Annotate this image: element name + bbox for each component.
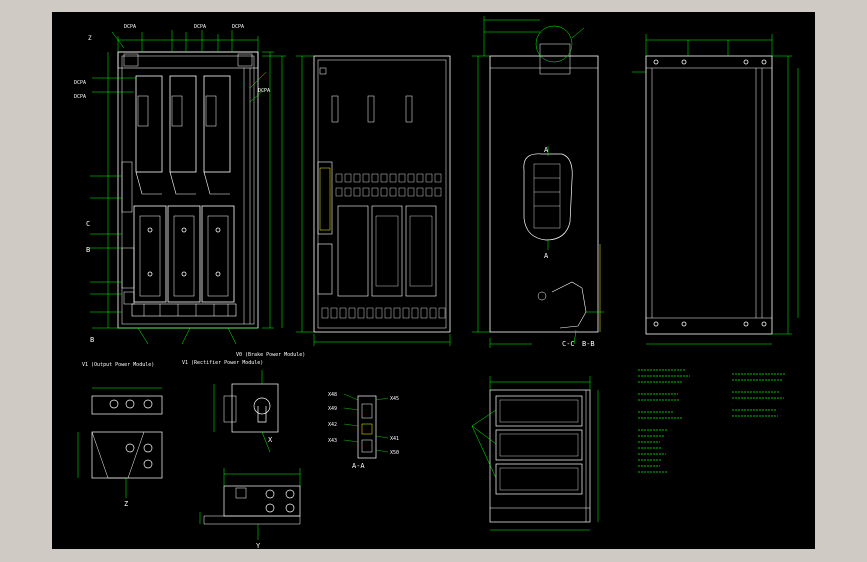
terminal-block: [348, 307, 356, 319]
terminal-block: [335, 173, 343, 183]
cad-drawing-canvas[interactable]: DCPA DCPA DCPA DCPA DCPA DCPA C B B Z V1…: [52, 12, 815, 549]
section-aa: [357, 395, 377, 459]
terminal-block: [344, 173, 352, 183]
mark-a-top: A: [544, 146, 549, 154]
dcpa-label-2: DCPA: [194, 24, 206, 30]
terminal-block: [335, 187, 343, 197]
terminal-block: [357, 307, 365, 319]
drawer-units-dims: [471, 376, 599, 531]
detail-bracket-z-dims: [77, 387, 162, 498]
detail-bracket-z: [91, 395, 163, 479]
mark-b-bottom: B: [90, 336, 94, 344]
terminal-block: [438, 307, 446, 319]
v1-rectifier-note: V1 (Rectifier Power Module): [182, 360, 263, 366]
terminal-block: [389, 187, 397, 197]
terminal-block: [330, 307, 338, 319]
detail-keyhole-x-dims: [213, 370, 271, 453]
detail-plate-y: [203, 485, 301, 525]
side-view-dimensions: [296, 55, 451, 346]
technical-notes-right: [732, 373, 786, 417]
dcpa-label-4: DCPA: [74, 80, 86, 86]
dcpa-label-6: DCPA: [258, 88, 270, 94]
terminal-block: [362, 173, 370, 183]
terminal-block: [384, 307, 392, 319]
terminal-block: [425, 173, 433, 183]
terminal-block: [411, 307, 419, 319]
terminal-block: [402, 307, 410, 319]
terminal-block: [420, 307, 428, 319]
side-view-interior: [313, 55, 451, 333]
front-view-dimensions: [90, 30, 286, 345]
mark-x-detail: X: [268, 436, 273, 444]
terminal-block: [389, 173, 397, 183]
dcpa-label-5: DCPA: [74, 94, 86, 100]
detail-plate-y-dims: [199, 468, 301, 540]
x43-label: X43: [328, 438, 337, 444]
terminal-block: [407, 173, 415, 183]
rear-panel-dimensions: [632, 34, 799, 345]
terminal-block: [353, 187, 361, 197]
terminal-block: [425, 187, 433, 197]
terminal-block: [398, 187, 406, 197]
x49-label: X49: [328, 406, 337, 412]
x50-label: X50: [390, 450, 399, 456]
x41-label: X41: [390, 436, 399, 442]
mark-z-detail: Z: [124, 500, 128, 508]
side-elevation: [489, 43, 601, 333]
section-aa-leaders: [343, 393, 389, 453]
x48-label: X48: [328, 392, 337, 398]
cad-drawing: DCPA DCPA DCPA DCPA DCPA DCPA C B B Z V1…: [74, 16, 799, 549]
mark-z-front: Z: [88, 35, 92, 42]
mark-c-front: C: [86, 220, 90, 228]
terminal-block: [434, 187, 442, 197]
x45-label: X45: [390, 396, 399, 402]
terminal-block: [362, 187, 370, 197]
technical-notes-left: [638, 369, 690, 473]
side-elevation-dimensions: [472, 16, 604, 348]
terminal-block: [416, 187, 424, 197]
terminal-block: [429, 307, 437, 319]
front-view-modules: [117, 51, 259, 329]
x42-label: X42: [328, 422, 337, 428]
v0-brake-note: V0 (Brake Power Module): [236, 352, 305, 358]
mark-a-bottom: A: [544, 252, 549, 260]
rear-panel: [645, 55, 773, 335]
terminal-block: [380, 173, 388, 183]
terminal-block: [380, 187, 388, 197]
section-aa-label: A-A: [352, 462, 365, 470]
terminal-block: [416, 173, 424, 183]
dcpa-label-1: DCPA: [124, 24, 136, 30]
terminal-block: [375, 307, 383, 319]
side-elevation-text: A A C-C B-B: [544, 146, 595, 348]
section-aa-text: X48 X49 X42 X43 X45 X41 X50 A-A: [328, 392, 399, 470]
terminal-block: [371, 187, 379, 197]
section-bb-label: B-B: [582, 340, 595, 348]
terminal-block: [321, 307, 329, 319]
terminal-block: [366, 307, 374, 319]
mark-y-detail: Y: [256, 542, 261, 549]
dcpa-label-3: DCPA: [232, 24, 244, 30]
front-view-text: DCPA DCPA DCPA DCPA DCPA DCPA C B B Z V1…: [74, 24, 305, 368]
terminal-block: [407, 187, 415, 197]
section-cc-label: C-C: [562, 340, 575, 348]
terminal-block: [398, 173, 406, 183]
mark-b-front: B: [86, 246, 90, 254]
detail-keyhole-x: [223, 383, 279, 433]
terminal-block: [344, 187, 352, 197]
terminal-block: [434, 173, 442, 183]
terminal-block: [339, 307, 347, 319]
terminal-block: [393, 307, 401, 319]
terminal-block: [371, 173, 379, 183]
drawer-units-view: [489, 389, 591, 523]
terminal-block: [353, 173, 361, 183]
v1-output-note: V1 (Output Power Module): [82, 362, 154, 368]
